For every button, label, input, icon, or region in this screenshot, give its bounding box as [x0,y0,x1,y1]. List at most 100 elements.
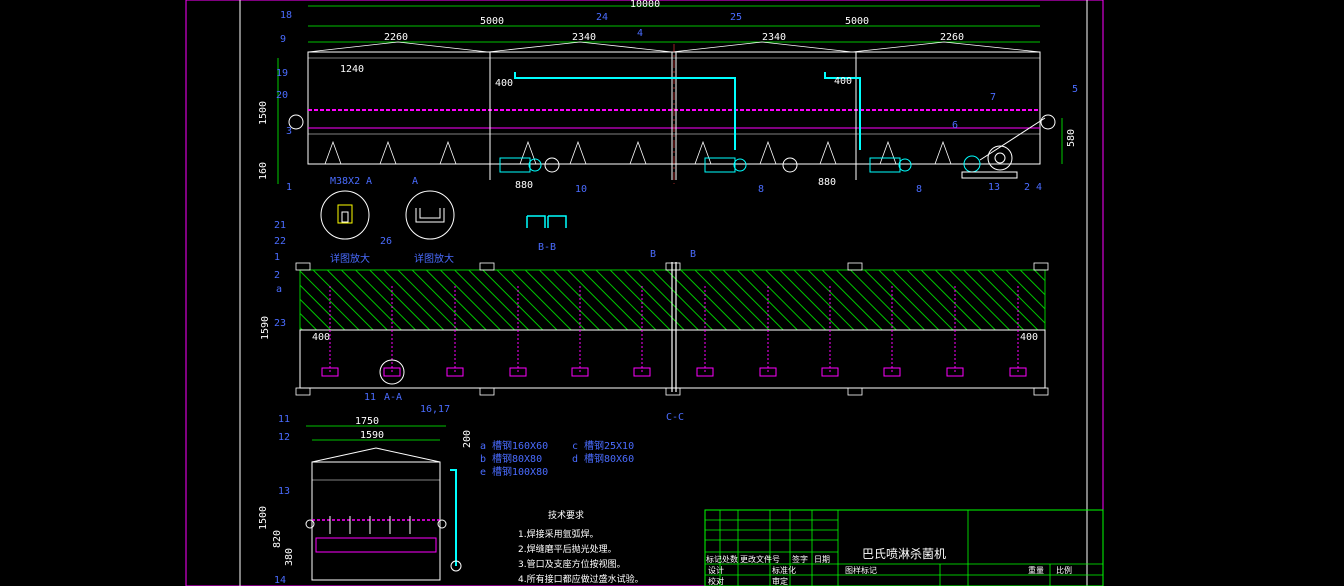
tb-header-3: 签字 [792,554,808,564]
top-view: 10000 5000 5000 2260 2340 2340 2260 1240 [258,0,1078,195]
note-3: 3.管口及支座方位按视图。 [518,558,626,570]
end-callout-14: 14 [274,575,286,586]
legend-key-e: e [480,467,486,478]
tb-stage-0: 图样标记 [845,565,877,575]
spray-nozzle [883,367,901,377]
callout-8b: 8 [916,184,922,195]
end-callout-13: 13 [278,486,290,497]
callout-8a: 8 [758,184,764,195]
side-dim-left: 400 [312,332,330,343]
sheet-border [185,0,1104,586]
tb-row2-2: 标准化 [772,565,796,575]
note-4: 4.所有接口都应做过盛水试验。 [518,573,644,585]
end-dim-w1: 1750 [355,416,379,427]
tb-header-1: 处数 [722,554,738,564]
dim-span3: 2340 [762,32,786,43]
dim-pipe-b: 400 [834,76,852,87]
end-dim-h-total: 1500 [258,506,269,530]
tb-row2-0: 设计 [708,565,724,575]
section-b-mark1: B [650,249,656,260]
spray-nozzle [821,367,839,377]
dim-height: 1500 [258,101,269,125]
end-dim-h-bot: 380 [284,548,295,566]
callout-6: 6 [952,120,958,131]
callout-2: 2 [1024,182,1030,193]
title-block: 巴氏喷淋杀菌机 标记 处数 更改文件号 签字 日期 设计 标准化 校对 审定 图… [704,509,1104,586]
tb-header-4: 日期 [814,555,830,564]
detail-right-label: 详图放大 [414,252,454,265]
spray-nozzle [321,367,339,377]
legend-text-c: 槽钢25X10 [584,439,634,452]
callout-24: 24 [596,12,608,23]
callout-3: 3 [286,126,292,137]
spray-nozzle [696,367,714,377]
callout-10: 10 [575,184,587,195]
spray-nozzle [571,367,589,377]
side-label-23: 23 [274,318,286,329]
end-dim-w2: 1590 [360,430,384,441]
detail-left-label: 详图放大 [330,252,370,265]
tb-row3-0: 校对 [708,576,724,586]
callout-7: 7 [990,92,996,103]
spray-nozzle [509,367,527,377]
spray-nozzle [446,367,464,377]
tb-stage-2: 比例 [1056,565,1072,575]
section-cc-label: C-C [666,412,684,423]
detail-views: M38X2 A A 26 详图放大 详图放大 B-B [320,176,567,265]
callout-25: 25 [730,12,742,23]
callout-13: 13 [988,182,1000,193]
end-view: 1750 1590 200 1500 820 380 11 12 13 14 1… [258,404,473,586]
section-b-mark2: B [690,249,696,260]
note-2: 2.焊缝磨平后抛光处理。 [518,543,617,555]
spray-nozzle [759,367,777,377]
callout-20: 20 [276,90,288,101]
callout-19: 19 [276,68,288,79]
end-dim-h-top: 200 [462,430,473,448]
side-view: 21 22 1 2 a 23 1590 400 400 B B A-A 11 C… [260,220,1049,423]
side-item11: 11 [364,392,376,403]
side-label-1: 1 [274,252,280,263]
tb-header-0: 标记 [706,554,722,564]
dim-pipe-a: 400 [495,78,513,89]
end-callout-11: 11 [278,414,290,425]
legend-key-c: c [572,441,578,452]
end-callout-12: 12 [278,432,290,443]
aa-label: A-A [384,392,402,403]
dim-sub1: 1240 [340,64,364,75]
dim-span4: 2260 [940,32,964,43]
detail-a-label: A [366,176,372,187]
tb-stage-1: 重量 [1028,565,1044,575]
legend-text-b: 槽钢80X80 [492,452,542,465]
dim-span2: 2340 [572,32,596,43]
dim-half-right: 5000 [845,16,869,27]
material-legend: a 槽钢160X60 b 槽钢80X80 e 槽钢100X80 c 槽钢25X1… [480,439,634,478]
side-dim-right: 400 [1020,332,1038,343]
dim-pump-b: 880 [818,177,836,188]
drawing-title: 巴氏喷淋杀菌机 [862,546,946,561]
legend-key-a: a [480,441,486,452]
dim-pump-a: 880 [515,180,533,191]
side-label-a: a [276,284,282,295]
callout-18: 18 [280,10,292,21]
spray-nozzle [1009,367,1027,377]
dim-span1: 2260 [384,32,408,43]
detail-m-label: M38X2 [330,176,360,187]
side-label-21: 21 [274,220,286,231]
legend-text-e: 槽钢100X80 [492,465,548,478]
detail-item26: 26 [380,236,392,247]
detail-a-label2: A [412,176,418,187]
callout-1: 1 [286,182,292,193]
dim-overall: 10000 [630,0,660,10]
callout-4a: 4 [637,28,643,39]
legend-text-a: 槽钢160X60 [492,439,548,452]
dim-right-h: 580 [1066,129,1077,147]
technical-notes: 技术要求 1.焊接采用氩弧焊。 2.焊缝磨平后抛光处理。 3.管口及支座方位按视… [518,509,644,585]
legend-text-d: 槽钢80X60 [584,452,634,465]
side-dim-height: 1590 [260,316,271,340]
legend-key-d: d [572,454,578,465]
tb-header-2: 更改文件号 [740,554,780,564]
spray-nozzle [946,367,964,377]
callout-9: 9 [280,34,286,45]
section-bb-label: B-B [538,242,556,253]
